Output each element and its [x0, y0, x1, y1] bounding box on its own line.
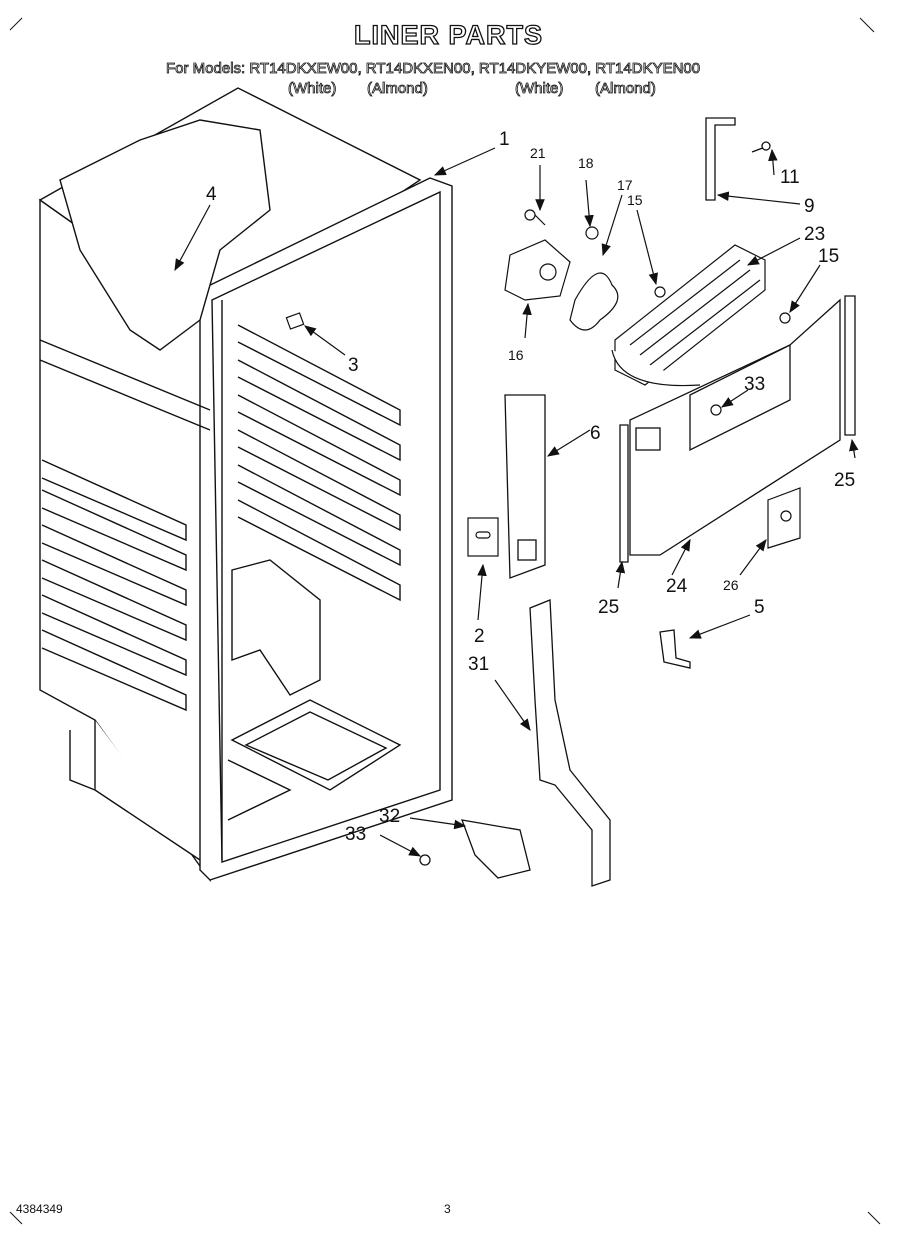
callout-33a: 33 [744, 374, 765, 395]
corner-marks [9, 17, 881, 1225]
callout-25b: 25 [834, 470, 855, 491]
callout-5: 5 [754, 597, 765, 618]
callout-4: 4 [206, 184, 217, 205]
callout-31: 31 [468, 654, 489, 675]
callout-2: 2 [474, 626, 485, 647]
parts-25-strips [619, 295, 856, 563]
part-2-plug [467, 517, 499, 557]
leader-lines [174, 147, 859, 857]
part-32-baffle [419, 819, 531, 879]
callout-16: 16 [508, 347, 524, 363]
page-title: LINER PARTS [353, 19, 543, 50]
callout-6: 6 [590, 423, 601, 444]
callout-15b: 15 [818, 246, 839, 267]
callout-21: 21 [530, 145, 546, 161]
color-label-white-2: (White) [515, 80, 564, 98]
part-31-drain-tube [529, 599, 611, 887]
color-label-almond-1: (Almond) [367, 80, 429, 98]
callout-15a: 15 [627, 192, 643, 208]
callout-1: 1 [499, 129, 510, 150]
part-26-plate [767, 487, 801, 549]
callout-25a: 25 [598, 597, 619, 618]
callout-26: 26 [723, 577, 739, 593]
callout-24: 24 [666, 576, 688, 597]
part-24-panel [629, 298, 841, 556]
color-label-almond-2: (Almond) [595, 80, 657, 98]
fan-motor-assembly [504, 214, 619, 331]
part-5-bracket [659, 629, 691, 669]
page-number: 3 [444, 1202, 451, 1216]
document-number: 4384349 [16, 1202, 63, 1216]
callout-11: 11 [780, 167, 800, 188]
part-6-duct-cover [504, 394, 546, 579]
part-3-clip [285, 312, 305, 330]
callout-18: 18 [578, 155, 594, 171]
callout-23: 23 [804, 224, 825, 245]
screws [524, 209, 791, 416]
callout-9: 9 [804, 196, 815, 217]
callout-17: 17 [617, 177, 633, 193]
callout-33b: 33 [345, 824, 366, 845]
part-23-grille [611, 244, 766, 387]
color-label-white-1: (White) [288, 80, 337, 98]
liner-cabinet [38, 87, 453, 883]
models-line: For Models: RT14DKXEW00, RT14DKXEN00, RT… [166, 60, 701, 78]
parts-9-11 [705, 117, 771, 201]
callout-3: 3 [348, 355, 359, 376]
callout-32: 32 [379, 806, 400, 827]
